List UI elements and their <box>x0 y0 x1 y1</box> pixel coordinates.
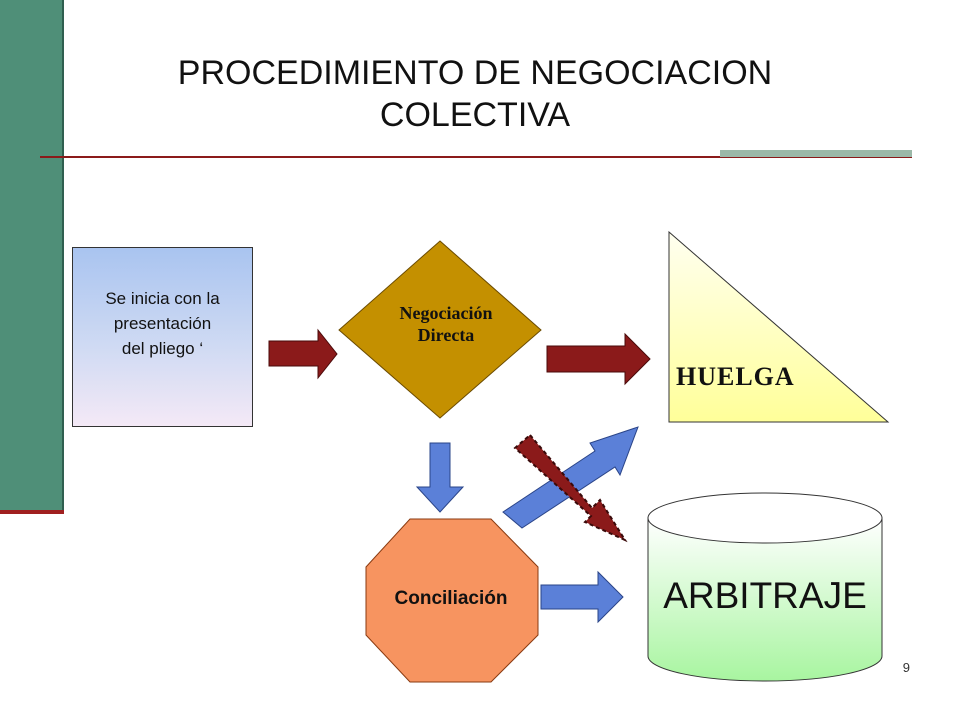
negotiation-label: Negociación Directa <box>399 303 493 345</box>
strike-label: HUELGA <box>676 362 795 391</box>
start-node: Se inicia con la presentación del pliego… <box>72 247 253 427</box>
arrow-conciliation-to-strike <box>502 426 639 529</box>
left-accent-bar <box>0 0 64 512</box>
conciliation-label: Conciliación <box>394 588 508 609</box>
arrow-conciliation-to-arbitration <box>540 570 624 624</box>
page-number: 9 <box>902 660 910 675</box>
title-underline-accent <box>720 150 912 157</box>
conciliation-node <box>365 518 539 683</box>
arbitration-label: ARBITRAJE <box>663 575 867 616</box>
arbitration-node <box>647 492 883 682</box>
arrow-start-to-negotiation <box>268 328 338 380</box>
strike-node <box>668 230 890 423</box>
slide-title: PROCEDIMIENTO DE NEGOCIACION COLECTIVA <box>177 54 773 134</box>
arrow-negotiation-to-arbitration <box>513 433 628 543</box>
title-underline <box>40 156 912 158</box>
arrow-negotiation-to-conciliation <box>415 442 465 513</box>
arrow-negotiation-to-strike <box>546 332 651 386</box>
negotiation-node <box>338 240 542 419</box>
left-accent-bar-foot <box>0 510 64 514</box>
start-node-label: Se inicia con la presentación del pliego… <box>105 289 220 358</box>
